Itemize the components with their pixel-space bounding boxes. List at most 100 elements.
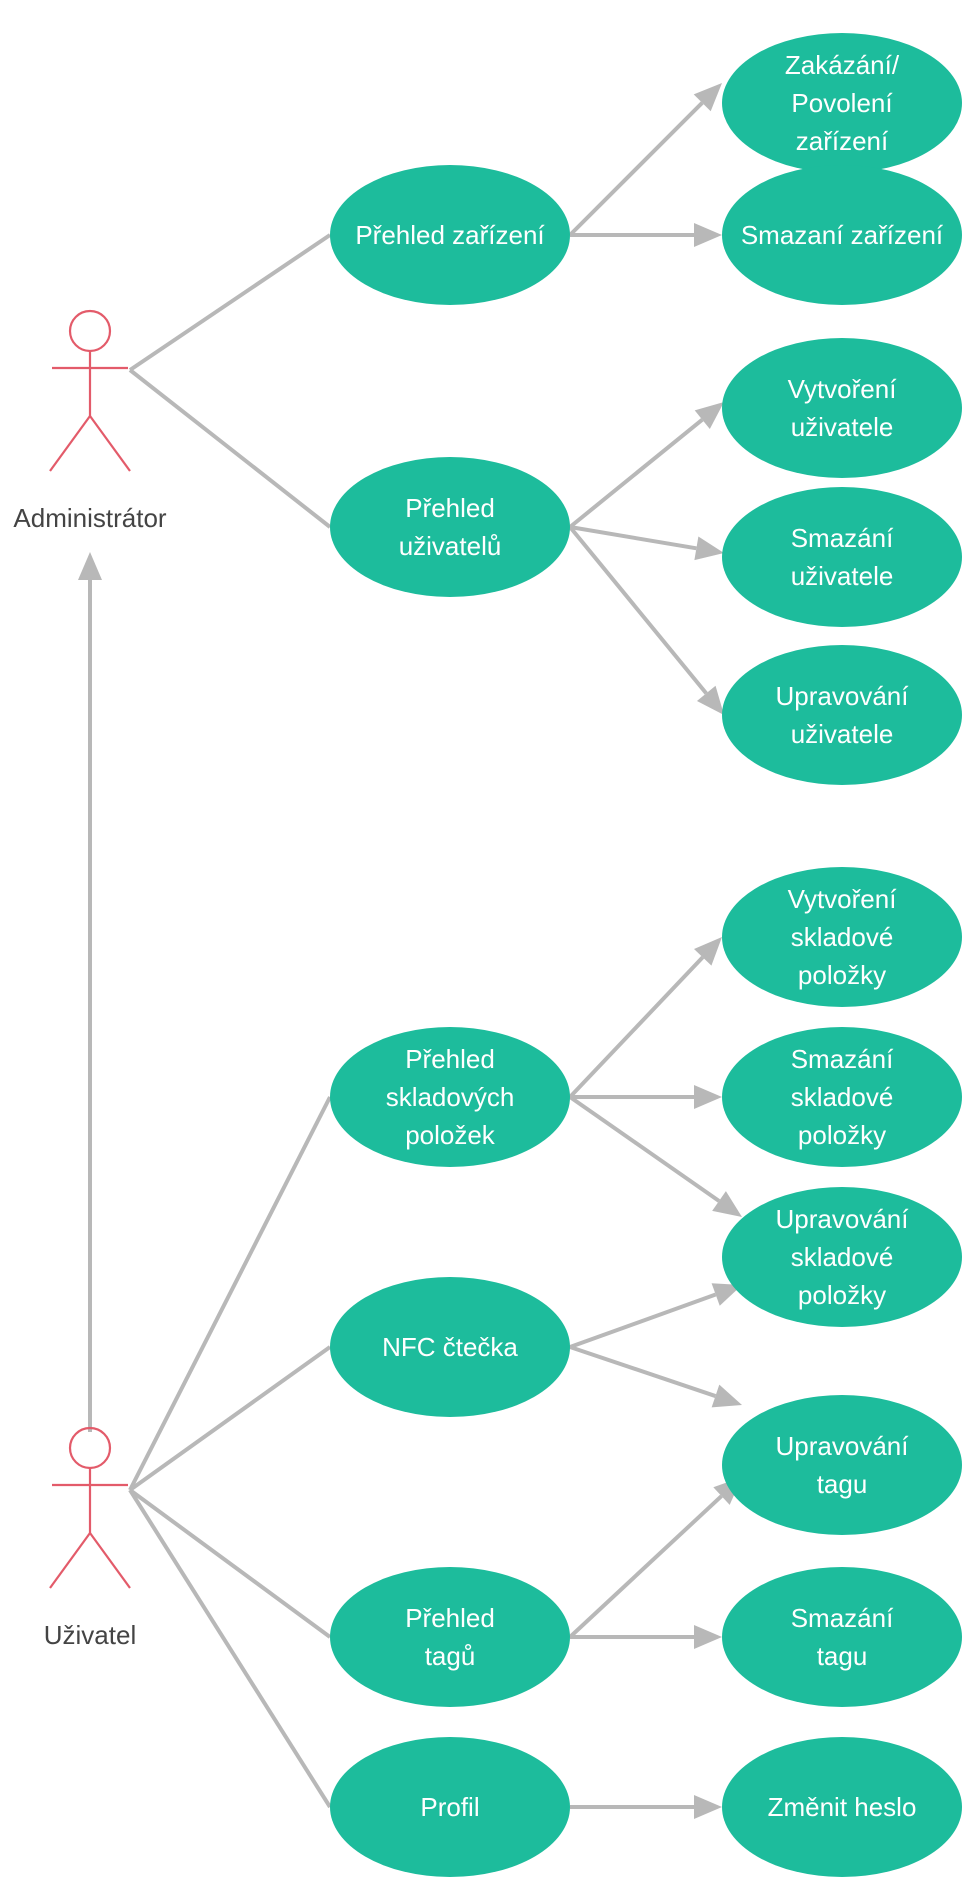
use-case-prehled-zarizeni-label-0: Přehled zařízení bbox=[355, 220, 545, 250]
use-cases: Přehled zařízení Zakázání/Povolenízařízen… bbox=[330, 33, 962, 1877]
use-case-smazani-skladove-label-0: Smazání bbox=[791, 1044, 894, 1074]
arrow-tagu-smazani bbox=[570, 1625, 722, 1649]
use-case-zakazani-povoleni-label-1: Povolení bbox=[791, 88, 893, 118]
use-case-smazani-skladove[interactable]: Smazání skladové položky bbox=[722, 1027, 962, 1167]
use-case-prehled-tagu-label-0: Přehled bbox=[405, 1603, 495, 1633]
arrow-nfc-upravovani-skladove-head bbox=[711, 1283, 742, 1306]
use-case-prehled-uzivatelu[interactable]: Přehled uživatelů bbox=[330, 457, 570, 597]
actor-user: Uživatel bbox=[44, 1426, 136, 1650]
arrow-zarizeni-smazani bbox=[570, 223, 722, 247]
use-case-vytvoreni-uzivatele-label-1: uživatele bbox=[791, 412, 894, 442]
arrow-skladovych-smazani-head bbox=[694, 1085, 722, 1109]
use-case-smazani-zarizeni-label-0: Smazaní zařízení bbox=[741, 220, 944, 250]
arrow-profil-zmenit-heslo-head bbox=[694, 1795, 722, 1819]
use-case-upravovani-uzivatele[interactable]: Upravování uživatele bbox=[722, 645, 962, 785]
arrow-uzivatelu-upravovani bbox=[568, 525, 724, 715]
use-case-smazani-tagu-shape bbox=[722, 1567, 962, 1707]
use-case-vytvoreni-skladove-label-2: položky bbox=[798, 960, 886, 990]
use-case-upravovani-skladove-label-2: položky bbox=[798, 1280, 886, 1310]
arrow-skladovych-vytvoreni bbox=[568, 937, 722, 1099]
arrow-nfc-upravovani-skladove bbox=[569, 1283, 742, 1349]
arrow-skladovych-upravovani-head bbox=[712, 1191, 742, 1217]
use-case-upravovani-skladove-label-1: skladové bbox=[791, 1242, 894, 1272]
use-case-zmenit-heslo-label-0: Změnit heslo bbox=[768, 1792, 917, 1822]
arrow-user-to-admin bbox=[78, 552, 102, 1432]
use-case-prehled-uzivatelu-label-0: Přehled bbox=[405, 493, 495, 523]
use-case-upravovani-tagu[interactable]: Upravování tagu bbox=[722, 1395, 962, 1535]
arrow-zarizeni-zakazani-head bbox=[693, 83, 722, 112]
arrow-zarizeni-smazani-head bbox=[694, 223, 722, 247]
use-case-prehled-skladovych-label-2: položek bbox=[405, 1120, 496, 1150]
use-case-upravovani-uzivatele-label-1: uživatele bbox=[791, 719, 894, 749]
arrow-user-to-admin-head bbox=[78, 552, 102, 580]
arrow-zarizeni-zakazani bbox=[568, 83, 722, 237]
user-assoc-nfc-ctecka bbox=[128, 1345, 332, 1492]
use-case-smazani-tagu[interactable]: Smazání tagu bbox=[722, 1567, 962, 1707]
use-case-smazani-skladove-shape bbox=[722, 1027, 962, 1167]
actor-admin-figure bbox=[49, 309, 131, 472]
arrow-tagu-smazani-head bbox=[694, 1625, 722, 1649]
use-case-vytvoreni-uzivatele-shape bbox=[722, 338, 962, 478]
use-case-profil-shape bbox=[330, 1737, 570, 1877]
use-case-prehled-tagu-label-1: tagů bbox=[425, 1641, 476, 1671]
use-case-prehled-skladovych[interactable]: Přehled skladových položek bbox=[330, 1027, 570, 1167]
actor-admin: Administrátor bbox=[13, 309, 167, 533]
use-case-nfc-ctecka-shape bbox=[330, 1277, 570, 1417]
use-case-upravovani-skladove[interactable]: Upravování skladové položky bbox=[722, 1187, 962, 1327]
use-case-vytvoreni-skladove-shape bbox=[722, 867, 962, 1007]
use-case-prehled-uzivatelu-shape bbox=[330, 457, 570, 597]
actor-user-figure bbox=[49, 1426, 131, 1589]
arrow-uzivatelu-smazani-head bbox=[694, 536, 724, 561]
use-case-prehled-skladovych-label-0: Přehled bbox=[405, 1044, 495, 1074]
use-case-upravovani-uzivatele-shape bbox=[722, 645, 962, 785]
use-case-zakazani-povoleni-shape bbox=[722, 33, 962, 173]
arrow-skladovych-upravovani bbox=[568, 1095, 742, 1217]
admin-assoc-prehled-zarizeni bbox=[128, 233, 332, 372]
use-case-upravovani-skladove-shape bbox=[722, 1187, 962, 1327]
use-case-smazani-skladove-label-1: skladové bbox=[791, 1082, 894, 1112]
use-case-prehled-zarizeni[interactable]: Přehled zařízení bbox=[330, 165, 570, 305]
use-case-smazani-uzivatele-shape bbox=[722, 487, 962, 627]
use-case-nfc-ctecka[interactable]: NFC čtečka bbox=[330, 1277, 570, 1417]
use-case-upravovani-tagu-label-0: Upravování bbox=[776, 1431, 910, 1461]
actor-user-label: Uživatel bbox=[44, 1620, 136, 1650]
use-case-smazani-zarizeni-shape bbox=[722, 165, 962, 305]
user-assoc-prehled-tagu bbox=[128, 1488, 332, 1639]
use-case-profil[interactable]: Profil bbox=[330, 1737, 570, 1877]
user-assoc-prehled-skladovych bbox=[128, 1096, 332, 1491]
arrow-nfc-upravovani-tagu-head bbox=[711, 1384, 742, 1408]
arrow-uzivatelu-vytvoreni bbox=[568, 402, 724, 529]
use-case-prehled-tagu[interactable]: Přehled tagů bbox=[330, 1567, 570, 1707]
use-case-smazani-skladove-label-2: položky bbox=[798, 1120, 886, 1150]
use-case-upravovani-uzivatele-label-0: Upravování bbox=[776, 681, 910, 711]
use-case-smazani-zarizeni[interactable]: Smazaní zařízení bbox=[722, 165, 962, 305]
arrow-nfc-upravovani-tagu bbox=[569, 1345, 742, 1408]
use-case-zmenit-heslo-shape bbox=[722, 1737, 962, 1877]
use-case-zmenit-heslo[interactable]: Změnit heslo bbox=[722, 1737, 962, 1877]
arrow-profil-zmenit-heslo bbox=[570, 1795, 722, 1819]
use-case-smazani-uzivatele-label-1: uživatele bbox=[791, 561, 894, 591]
connections bbox=[78, 83, 742, 1819]
use-case-upravovani-tagu-shape bbox=[722, 1395, 962, 1535]
use-case-vytvoreni-uzivatele-label-0: Vytvoření bbox=[788, 374, 898, 404]
use-case-nfc-ctecka-label-0: NFC čtečka bbox=[382, 1332, 518, 1362]
use-case-upravovani-tagu-label-1: tagu bbox=[817, 1469, 868, 1499]
use-case-smazani-tagu-label-1: tagu bbox=[817, 1641, 868, 1671]
use-case-smazani-tagu-label-0: Smazání bbox=[791, 1603, 894, 1633]
admin-assoc-prehled-uzivatelu bbox=[128, 368, 332, 529]
use-case-vytvoreni-uzivatele[interactable]: Vytvoření uživatele bbox=[722, 338, 962, 478]
use-case-prehled-skladovych-shape bbox=[330, 1027, 570, 1167]
arrow-uzivatelu-vytvoreni-head bbox=[694, 402, 724, 429]
arrow-skladovych-vytvoreni-head bbox=[694, 937, 722, 966]
use-case-upravovani-skladove-label-0: Upravování bbox=[776, 1204, 910, 1234]
arrow-tagu-upravovani-tagu bbox=[568, 1477, 742, 1639]
arrow-skladovych-smazani bbox=[570, 1085, 722, 1109]
use-case-prehled-skladovych-label-1: skladových bbox=[386, 1082, 515, 1112]
use-case-vytvoreni-skladove-label-0: Vytvoření bbox=[788, 884, 898, 914]
use-case-prehled-uzivatelu-label-1: uživatelů bbox=[399, 531, 502, 561]
